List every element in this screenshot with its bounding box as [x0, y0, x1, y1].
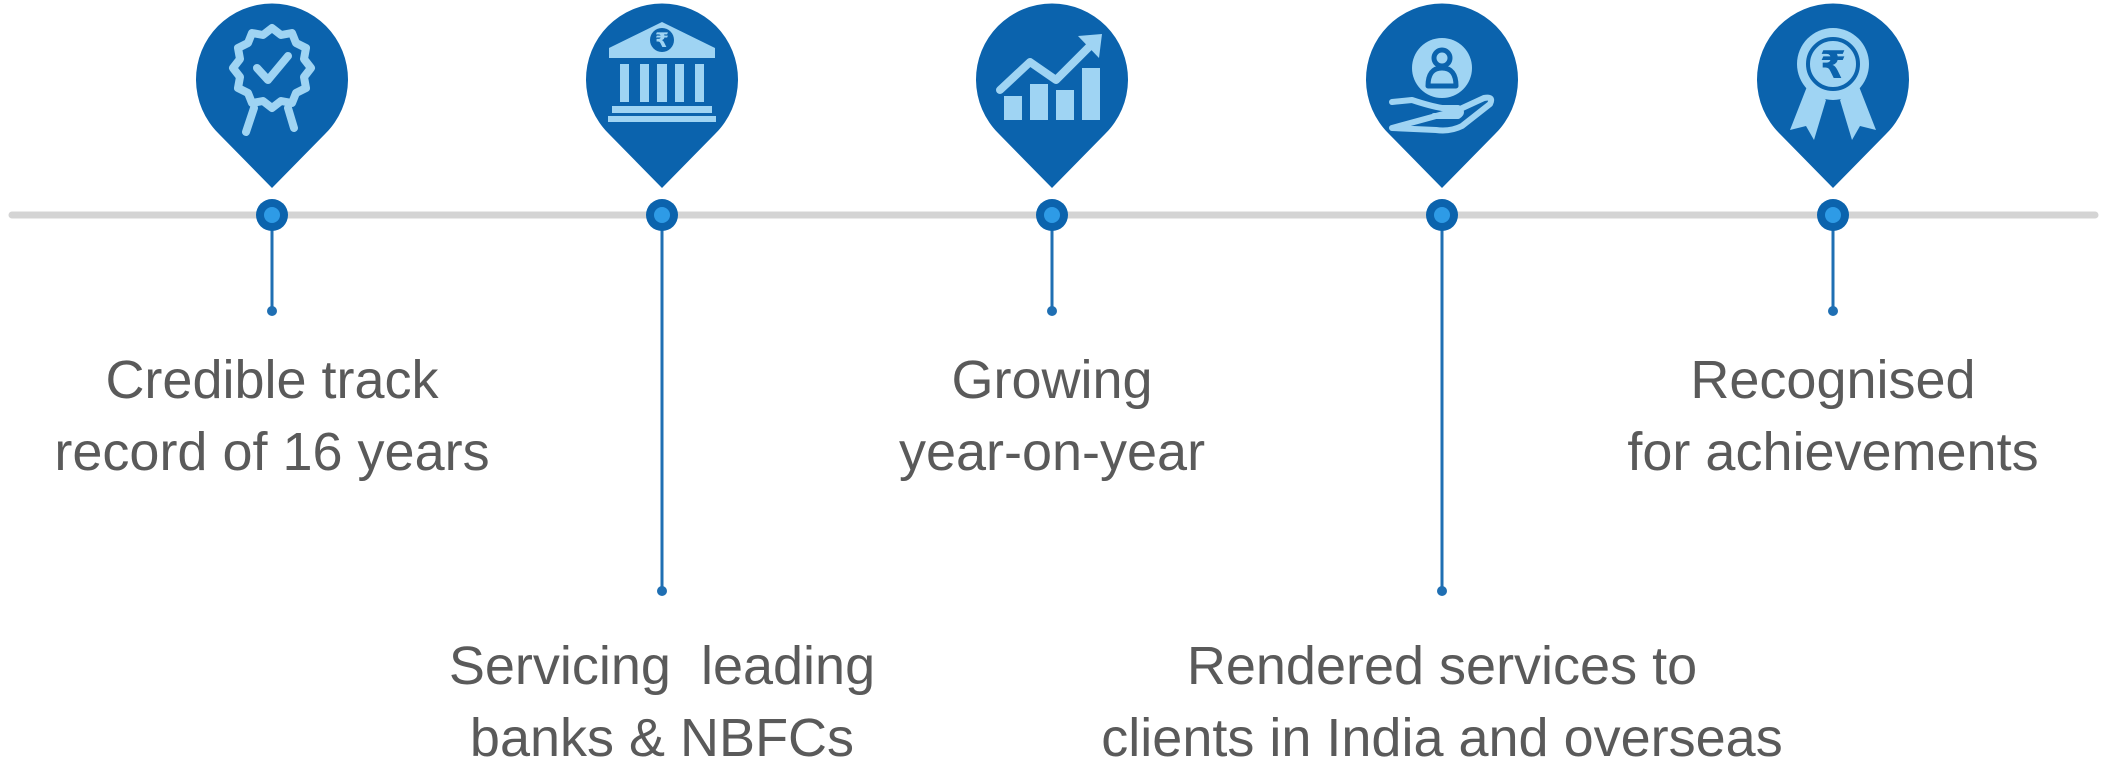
milestone-3: [976, 3, 1128, 316]
connector-end-dot: [1828, 306, 1838, 316]
milestone-1: [196, 3, 348, 316]
milestone-4: [1366, 3, 1518, 596]
caption-line-1: Credible track: [105, 350, 439, 410]
milestone-4-caption: Rendered services to clients in India an…: [1101, 630, 1782, 774]
caption-line-2: clients in India and overseas: [1101, 708, 1783, 768]
rupee-ribbon-icon: ₹: [1790, 28, 1876, 140]
caption-line-1: Rendered services to: [1186, 636, 1698, 696]
milestone-5: ₹: [1757, 3, 1909, 316]
caption-line-2: for achievements: [1627, 422, 2039, 482]
timeline-node-inner: [1044, 207, 1060, 223]
bank-rupee-icon: ₹: [608, 22, 716, 122]
timeline-node-inner: [654, 207, 670, 223]
milestone-5-caption: Recognised for achievements: [1627, 344, 2038, 488]
caption-line-2: year-on-year: [898, 422, 1206, 482]
connector-end-dot: [1437, 586, 1447, 596]
caption-line-2: banks & NBFCs: [469, 708, 855, 768]
hand-person-icon: [1389, 38, 1495, 134]
caption-line-1: Servicing leading: [448, 636, 876, 696]
timeline-node-inner: [264, 207, 280, 223]
connector-end-dot: [1047, 306, 1057, 316]
timeline-node-inner: [1434, 207, 1450, 223]
caption-line-2: record of 16 years: [54, 422, 490, 482]
caption-line-1: Growing: [951, 350, 1153, 410]
milestone-1-caption: Credible track record of 16 years: [54, 344, 489, 488]
connector-end-dot: [267, 306, 277, 316]
caption-line-1: Recognised: [1690, 350, 1976, 410]
growth-chart-icon: [996, 34, 1102, 120]
milestone-3-caption: Growing year-on-year: [899, 344, 1205, 488]
svg-text:₹: ₹: [1820, 43, 1846, 87]
timeline-node-inner: [1825, 207, 1841, 223]
milestone-2: ₹: [586, 3, 738, 596]
pin-marker: [976, 3, 1128, 189]
pin-marker: [196, 3, 348, 188]
milestone-2-caption: Servicing leading banks & NBFCs: [449, 630, 875, 774]
award-badge-check-icon: [229, 24, 315, 136]
connector-end-dot: [657, 586, 667, 596]
svg-text:₹: ₹: [655, 28, 669, 52]
